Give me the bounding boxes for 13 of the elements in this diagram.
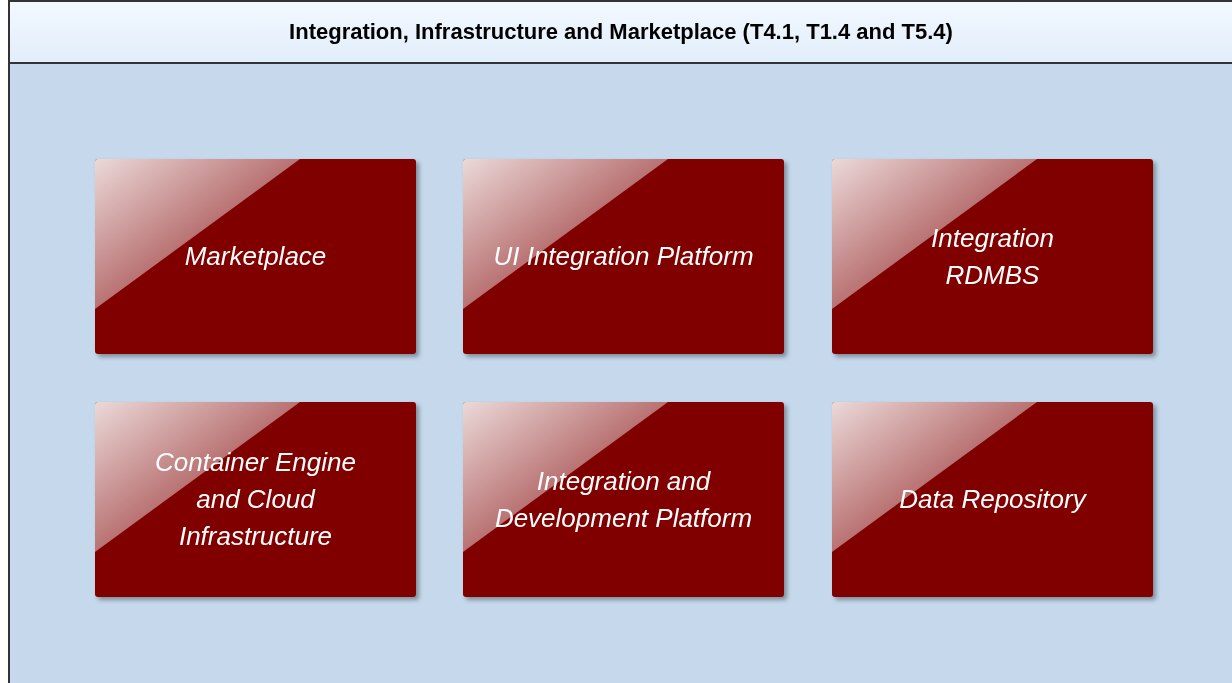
component-label: Marketplace <box>183 240 328 273</box>
group-panel <box>8 0 1232 683</box>
component-label: Integration RDMBS <box>930 221 1055 292</box>
component-box <box>832 402 1153 597</box>
component-box <box>95 402 416 597</box>
component-label: Data Repository <box>898 483 1088 516</box>
component-box <box>95 159 416 354</box>
panel-title: Integration, Infrastructure and Marketplace (T4.1, T1.4 and T5.4) <box>289 19 953 45</box>
component-label: Integration and Development Platform <box>493 464 754 535</box>
component-box <box>463 159 784 354</box>
component-box <box>832 159 1153 354</box>
component-box <box>463 402 784 597</box>
component-label: UI Integration Platform <box>492 240 755 273</box>
